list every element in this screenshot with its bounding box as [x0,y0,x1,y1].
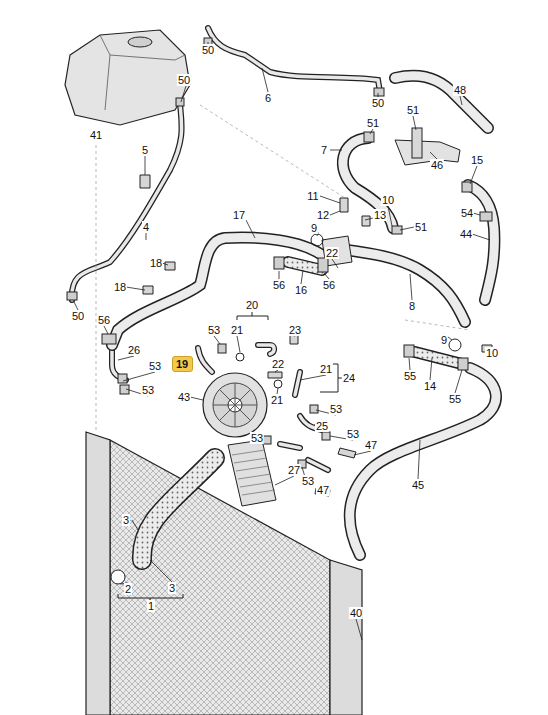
callout-number: 50 [177,74,191,86]
callout-number: 20 [245,299,259,311]
callout-number: 27 [287,464,301,476]
callout-number: 46 [430,159,444,171]
callout-number: 56 [322,279,336,291]
callout-number: 50 [71,310,85,322]
callout-number: 3 [168,582,176,594]
callout-number: 5 [141,144,149,156]
callout-number: 22 [271,358,285,370]
callout-number: 18 [149,257,163,269]
callout-number: 2 [124,583,132,595]
callout-number: 53 [346,428,360,440]
callout-number: 53 [329,403,343,415]
callout-number: 8 [408,300,416,312]
callout-number: 25 [315,420,329,432]
callout-number: 51 [366,117,380,129]
callout-number: 21 [270,394,284,406]
callout-number: 53 [148,360,162,372]
callout-number: 12 [316,209,330,221]
callout-number: 9 [310,222,318,234]
callout-number: 51 [406,104,420,116]
callout-number: 55 [448,393,462,405]
callout-number: 54 [460,207,474,219]
callout-number: 1 [147,600,155,612]
callout-number: 53 [301,475,315,487]
callout-number: 26 [127,344,141,356]
callout-number: 40 [349,607,363,619]
callout-number: 47 [316,484,330,496]
callout-number: 17 [232,209,246,221]
callout-number: 16 [294,284,308,296]
callout-number: 13 [373,209,387,221]
callout-number: 56 [272,279,286,291]
callout-number: 47 [364,439,378,451]
callout-number: 10 [381,194,395,206]
callout-number: 44 [459,228,473,240]
callout-number: 48 [453,84,467,96]
callout-number: 9 [440,334,448,346]
callout-number: 10 [485,347,499,359]
callout-number: 6 [264,92,272,104]
callout-number: 50 [371,97,385,109]
callout-number: 21 [230,324,244,336]
callout-number: 53 [207,324,221,336]
callout-number: 23 [288,324,302,336]
callout-number: 7 [320,144,328,156]
callout-number: 15 [470,154,484,166]
callout-number: 4 [142,221,150,233]
callout-number: 21 [319,363,333,375]
callout-number: 11 [306,190,319,202]
callout-number: 14 [423,380,437,392]
callout-number: 55 [403,370,417,382]
callout-number: 56 [97,314,111,326]
callout-number: 3 [122,514,130,526]
callout-number: 51 [414,221,428,233]
callout-number: 45 [411,479,425,491]
highlighted-callout: 19 [172,356,193,372]
callout-number: 53 [141,384,155,396]
callout-number: 53 [250,432,264,444]
callout-number: 18 [113,281,127,293]
callout-number: 24 [342,372,356,384]
callout-number: 41 [89,129,103,141]
callout-number: 22 [325,247,339,259]
callout-number: 43 [177,391,191,403]
callout-number: 50 [201,44,215,56]
callout-number: 19 [176,358,188,370]
